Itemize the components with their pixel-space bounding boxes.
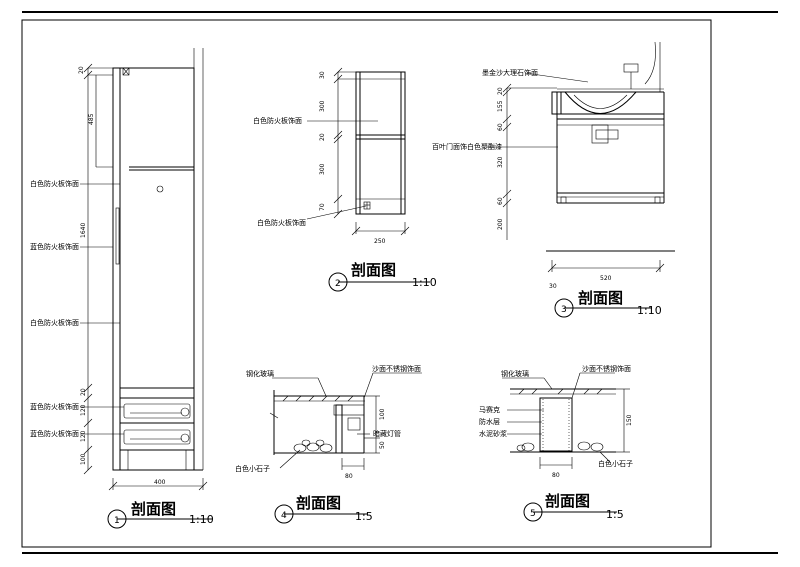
s4-label-stone: 白色小石子 [235, 464, 270, 473]
s1-dim-120a: 120 [80, 404, 87, 416]
s2-dim-30: 30 [319, 71, 326, 79]
section-3-drawing [486, 41, 675, 318]
s1-title: 剖面图 [131, 500, 176, 518]
s3-dim-60b: 60 [497, 197, 504, 205]
s3-scale: 1:10 [637, 304, 662, 317]
section-5-drawing [502, 372, 630, 522]
s3-dim-20: 20 [497, 87, 504, 95]
s2-width-250: 250 [374, 238, 386, 245]
s2-scale: 1:10 [412, 276, 437, 289]
s3-number: 3 [561, 305, 567, 315]
s2-title: 剖面图 [351, 261, 396, 279]
s1-width-400: 400 [154, 479, 166, 486]
s2-dim-20: 20 [319, 133, 326, 141]
s1-label-5: 蓝色防火板饰面 [30, 429, 79, 438]
s1-label-2: 蓝色防火板饰面 [30, 242, 79, 251]
s4-dim-50: 50 [379, 441, 386, 449]
s3-dim-60a: 60 [497, 123, 504, 131]
s3-dim-320: 320 [497, 156, 504, 168]
s3-dim-200: 200 [497, 218, 504, 230]
s5-scale: 1:5 [606, 508, 624, 521]
s5-label-mosaic: 马赛克 [479, 405, 500, 414]
s3-width-30: 30 [549, 283, 557, 290]
s1-dim-120b: 120 [80, 430, 87, 442]
s4-label-glass: 钢化玻璃 [246, 369, 274, 378]
sheet-frame [21, 19, 712, 548]
s1-dim-1640: 1640 [80, 223, 87, 238]
s3-title: 剖面图 [578, 289, 623, 307]
s1-dim-100: 100 [80, 453, 87, 465]
s4-width-80: 80 [345, 473, 353, 480]
s5-label-stone: 白色小石子 [598, 459, 633, 468]
s1-dim-20b: 20 [80, 388, 87, 396]
s5-label-steel: 沙面不锈钢饰面 [582, 364, 631, 373]
s2-number: 2 [335, 279, 341, 289]
s5-label-glass: 钢化玻璃 [501, 369, 529, 378]
s5-label-mortar: 水泥砂浆 [479, 429, 507, 438]
s2-dim-70: 70 [319, 203, 326, 211]
s3-label-mid: 百叶门面饰白色聚酯漆 [432, 142, 502, 151]
s5-label-waterproof: 防水层 [479, 417, 500, 426]
section-1-drawing [80, 48, 212, 529]
s3-label-top: 墨金沙大理石饰面 [482, 68, 538, 77]
s1-label-1: 白色防火板饰面 [30, 179, 79, 188]
section-4-drawing [269, 372, 422, 524]
section-2-drawing [306, 67, 430, 292]
s4-label-lamp: 暗藏灯管 [373, 429, 401, 438]
s1-dim-20: 20 [78, 66, 85, 74]
s1-label-4: 蓝色防火板饰面 [30, 402, 79, 411]
s2-dim-300b: 300 [319, 163, 326, 175]
s2-label-bottom: 白色防火板饰面 [257, 218, 306, 227]
s4-number: 4 [281, 511, 287, 521]
s2-label-top: 白色防火板饰面 [253, 116, 302, 125]
s4-title: 剖面图 [296, 494, 341, 512]
s1-dim-485: 485 [88, 113, 95, 125]
s5-dim-150: 150 [626, 414, 633, 426]
s4-dim-100: 100 [379, 408, 386, 420]
s5-title: 剖面图 [545, 492, 590, 510]
s2-dim-300a: 300 [319, 100, 326, 112]
s5-width-80: 80 [552, 472, 560, 479]
s4-scale: 1:5 [355, 510, 373, 523]
s5-number: 5 [530, 509, 536, 519]
s1-number: 1 [114, 516, 120, 526]
s1-label-3: 白色防火板饰面 [30, 318, 79, 327]
s4-label-steel: 沙面不锈钢饰面 [372, 364, 421, 373]
s1-scale: 1:10 [189, 513, 214, 526]
s3-width-520: 520 [600, 275, 612, 282]
s3-dim-155: 155 [497, 100, 504, 112]
